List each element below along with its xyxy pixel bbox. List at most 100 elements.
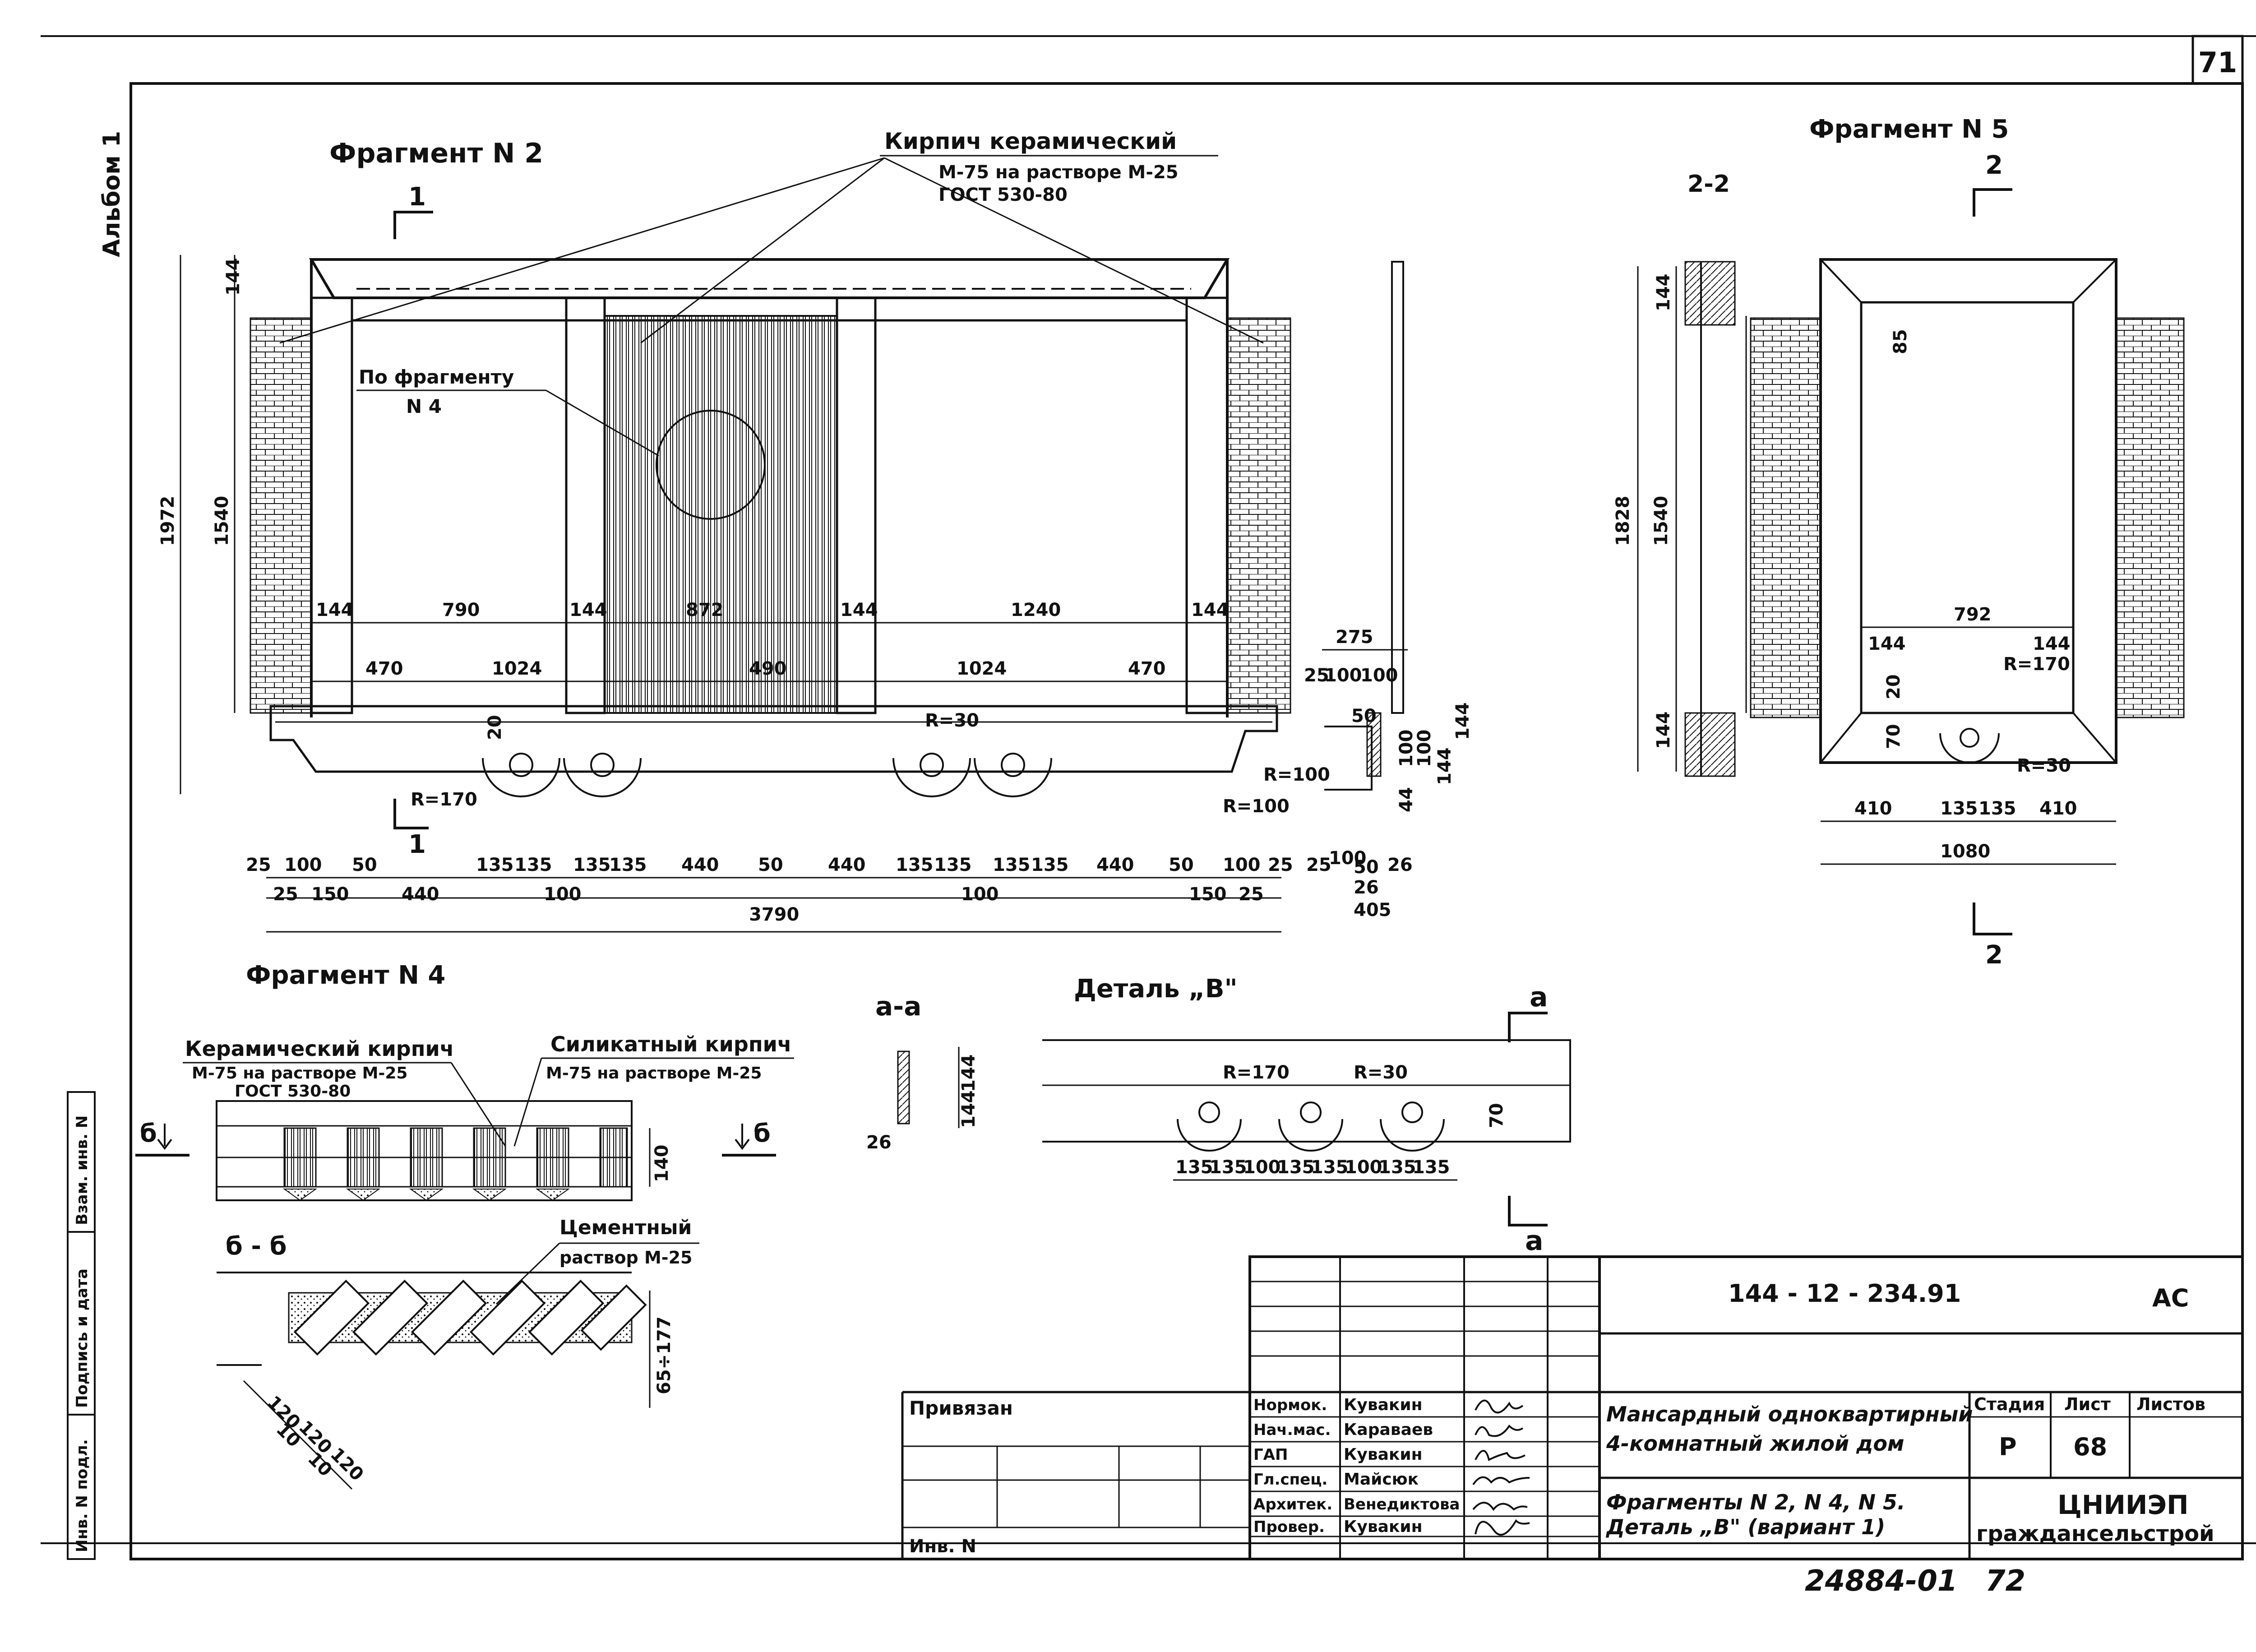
side-detail-100a: 100: [1324, 665, 1362, 686]
detail-v-mark-top: а: [1530, 981, 1548, 1013]
fragment-2-title: Фрагмент N 2: [329, 138, 543, 169]
detail-v-r170: R=170: [1223, 1062, 1290, 1083]
chain1-12: 135: [993, 855, 1031, 875]
ceramic-note-1: Керамический кирпич: [185, 1037, 454, 1061]
side-bottom-26a: 26: [1387, 855, 1413, 875]
aa-dim-144a: 144: [958, 1055, 979, 1092]
radius-100b: R=100: [1223, 796, 1290, 817]
radius-170: R=170: [411, 789, 477, 810]
side-detail-50: 50: [1351, 706, 1377, 727]
sheet-value: 68: [2073, 1433, 2107, 1461]
ceramic-note-2: М-75 на растворе М-25: [192, 1064, 407, 1083]
name-0: Кувакин: [1344, 1396, 1423, 1414]
title-block: Привязан Инв. N Нормок. Кувакин Нач.мас.…: [901, 1255, 2244, 1560]
dim-20: 20: [485, 715, 505, 740]
dv-dim-7: 135: [1412, 1157, 1450, 1178]
side-bottom-405: 405: [1354, 900, 1392, 921]
project-line-1: Мансардный одноквартирный: [1606, 1402, 1973, 1426]
dv-dim-0: 135: [1175, 1157, 1213, 1178]
role-4: Архитек.: [1253, 1495, 1332, 1513]
open-dim-4: 872: [686, 600, 724, 620]
section-b-b-label: б - б: [226, 1232, 287, 1260]
chain1-4: 135: [514, 855, 552, 875]
name-2: Кувакин: [1344, 1445, 1423, 1464]
radius-30: R=30: [925, 710, 979, 731]
sheets-label: Листов: [2136, 1394, 2205, 1414]
stage-label: Стадия: [1974, 1394, 2045, 1414]
sheet-number: 71: [2198, 46, 2237, 79]
open-dim-6: 1240: [1011, 600, 1061, 620]
chain2-3: 100: [544, 884, 582, 905]
chain2-1: 150: [311, 884, 349, 905]
chain2-4: 100: [961, 884, 999, 905]
side-bottom-25: 25: [1306, 855, 1331, 875]
org-name-2: граждансельстрой: [1976, 1521, 2214, 1546]
bottom-page: 72: [1985, 1564, 2025, 1598]
fragment-5-title: Фрагмент N 5: [1809, 115, 2009, 144]
detail-v-title: Деталь „В": [1074, 974, 1238, 1004]
f5-height-1828: 1828: [1613, 496, 1633, 546]
fragment-5-section-label: 2-2: [1687, 171, 1730, 198]
lower-dim-4: 1024: [957, 658, 1007, 679]
brick-note-1: Кирпич керамический: [884, 128, 1177, 154]
brick-blocks: [282, 1127, 628, 1201]
aa-dim-144b: 144: [958, 1091, 979, 1129]
section-2-mark-top: 2: [1985, 151, 2003, 180]
total-3790: 3790: [749, 904, 799, 925]
signatures: [1472, 1399, 1530, 1536]
f5-bottom-410a: 410: [1854, 798, 1892, 819]
f5-bottom-135a: 135: [1940, 798, 1978, 819]
f4-height-140: 140: [652, 1145, 672, 1183]
cement-note-1: Цементный: [559, 1216, 692, 1239]
chain1-16: 100: [1223, 855, 1261, 875]
chain1-8: 50: [758, 855, 783, 875]
org-name-1: ЦНИИЭП: [2057, 1490, 2189, 1520]
stage-value: Р: [1999, 1433, 2017, 1461]
side-detail-right-1: 100: [1396, 730, 1417, 768]
height-total: 1972: [157, 496, 178, 546]
name-1: Караваев: [1344, 1421, 1433, 1439]
album-label: Альбом 1: [98, 131, 125, 257]
inv-label: Инв. N: [909, 1536, 976, 1557]
dv-dim-6: 135: [1378, 1157, 1416, 1178]
f5-side-144a: 144: [1868, 634, 1906, 654]
detail-v-h70: 70: [1486, 1103, 1507, 1128]
f5-radius-30: R=30: [2017, 755, 2071, 776]
chain1-2: 50: [352, 855, 377, 875]
f5-side-70: 70: [1883, 724, 1904, 749]
chain1-6: 135: [609, 855, 647, 875]
side-bottom-26b: 26: [1354, 877, 1379, 898]
sheet-title-2: Деталь „В" (вариант 1): [1605, 1515, 1885, 1539]
open-dim-2: 790: [442, 600, 480, 620]
chain2-2: 440: [402, 884, 439, 905]
side-detail-25: 25: [1304, 665, 1329, 686]
chain1-17: 25: [1268, 855, 1293, 875]
f4-dim-10a: 10: [272, 1419, 305, 1452]
dv-dim-1: 135: [1209, 1157, 1247, 1178]
arches-detail-v: [1177, 1101, 1445, 1152]
detail-v: Деталь „В" а R=170 R=30 70 135 135 100 1…: [1042, 974, 1571, 1257]
brick-note-3: ГОСТ 530-80: [938, 185, 1068, 205]
chain1-15: 50: [1169, 855, 1194, 875]
stamp-swap-inv: Взам. инв. N: [73, 1115, 91, 1225]
diagonal-bricks: [293, 1279, 647, 1356]
fragment-4: Фрагмент N 4 Керамический кирпич М-75 на…: [135, 961, 794, 1490]
top-dim: 144: [223, 258, 244, 296]
open-dim-5: 144: [840, 600, 878, 620]
section-b-mark-right: б: [754, 1119, 771, 1148]
doc-code: 144 - 12 - 234.91: [1728, 1279, 1961, 1308]
open-dim-7: 144: [1191, 600, 1229, 620]
silicate-note-2: М-75 на растворе М-25: [546, 1064, 762, 1083]
chain1-5: 135: [573, 855, 611, 875]
fragment-4-title: Фрагмент N 4: [246, 961, 445, 990]
dv-dim-4: 135: [1311, 1157, 1349, 1178]
side-detail-100b: 100: [1360, 665, 1398, 686]
stamp-inv-number: Инв. N подл.: [73, 1439, 91, 1552]
section-b-mark-left: б: [140, 1119, 157, 1148]
section-1-mark-bottom: 1: [408, 830, 426, 859]
dv-dim-3: 135: [1277, 1157, 1315, 1178]
f5-height-1540: 1540: [1651, 496, 1672, 546]
side-detail-top: 275: [1336, 627, 1373, 648]
sheet-label: Лист: [2064, 1394, 2111, 1414]
role-1: Нач.мас.: [1253, 1421, 1331, 1439]
